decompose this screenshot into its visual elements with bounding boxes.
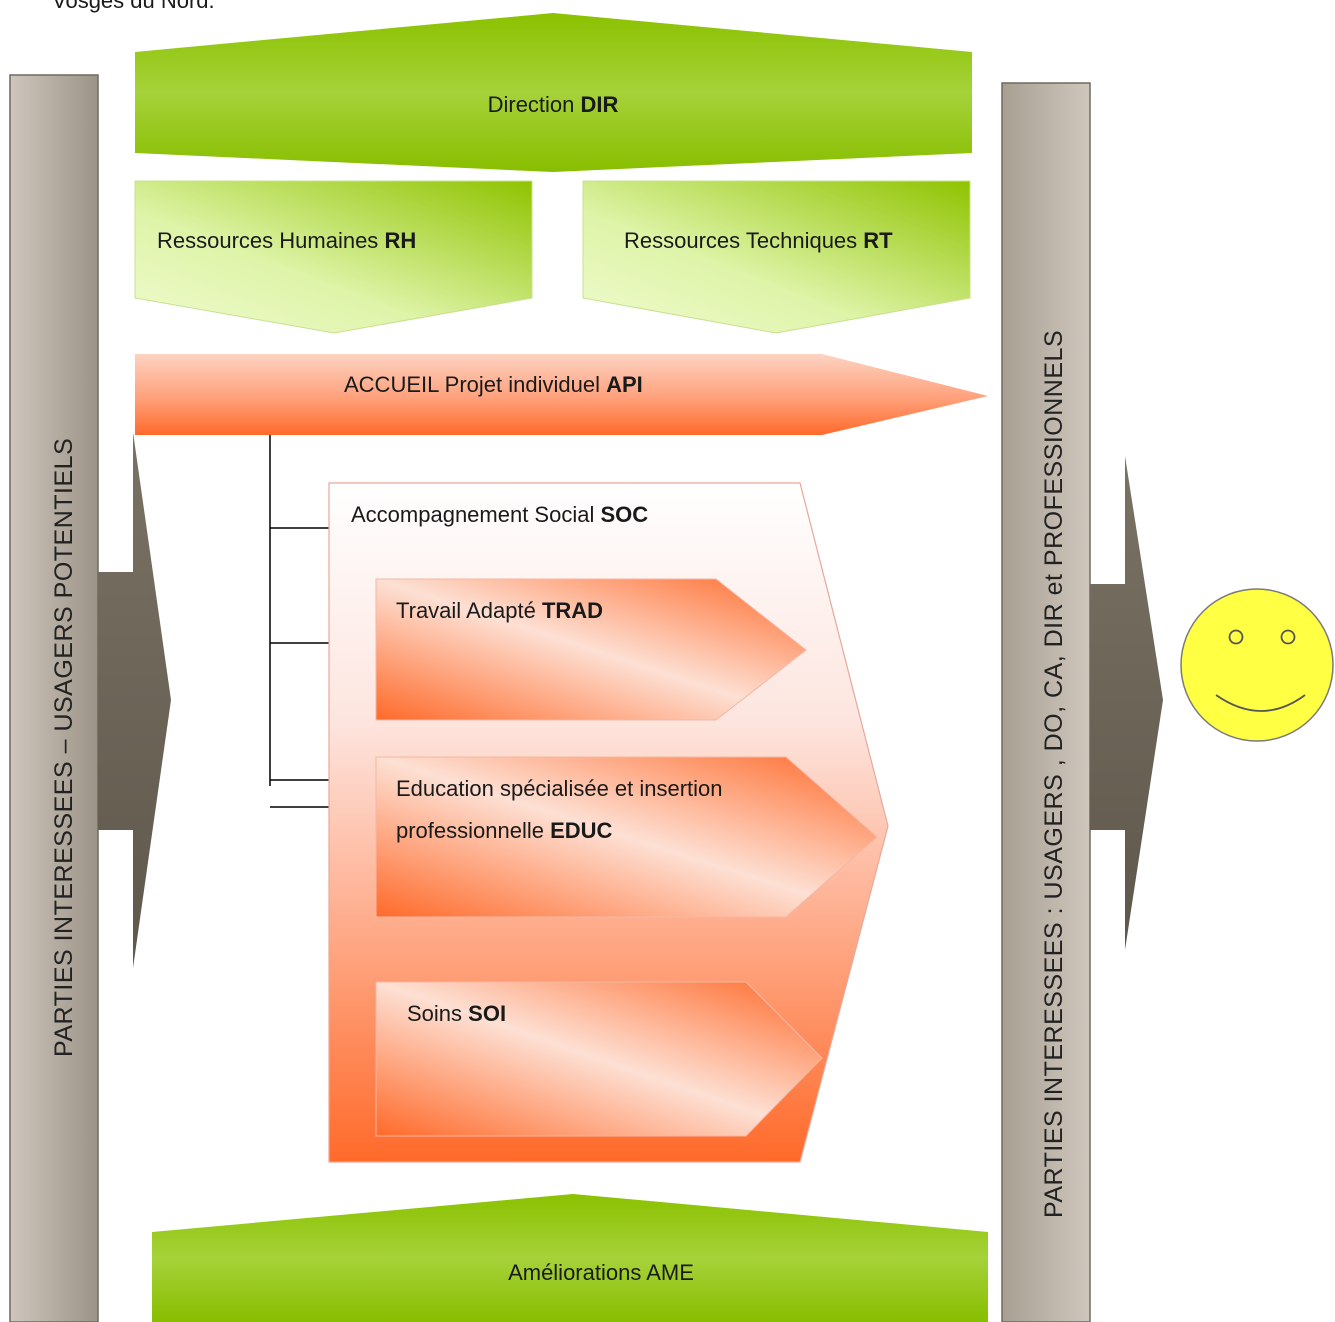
right-band-label: PARTIES INTERESSEES : USAGERS , DO, CA, … xyxy=(1040,330,1068,1218)
rh-process: Ressources Humaines RH xyxy=(134,180,533,334)
left-band-label: PARTIES INTERESSEES – USAGERS POTENTIELS xyxy=(50,438,78,1057)
soi-process: Soins SOI xyxy=(375,981,823,1137)
ame-label: Améliorations AME xyxy=(508,1260,694,1285)
smiley-face-icon xyxy=(1180,588,1334,742)
soc-label: Accompagnement Social SOC xyxy=(351,502,648,527)
rh-label: Ressources Humaines RH xyxy=(157,228,416,253)
direction-label: Direction DIR xyxy=(488,92,619,117)
api-label: ACCUEIL Projet individuel API xyxy=(344,372,643,397)
educ-label-line1: Education spécialisée et insertion xyxy=(396,776,723,801)
educ-process: Education spécialisée et insertion profe… xyxy=(375,756,878,918)
left-input-arrow xyxy=(98,432,171,968)
trad-label: Travail Adapté TRAD xyxy=(396,598,603,623)
direction-process: Direction DIR xyxy=(135,13,972,172)
trad-process: Travail Adapté TRAD xyxy=(375,578,807,721)
rt-label: Ressources Techniques RT xyxy=(624,228,893,253)
rt-process: Ressources Techniques RT xyxy=(582,180,971,334)
right-output-arrow xyxy=(1090,456,1163,950)
right-stakeholder-band: PARTIES INTERESSEES : USAGERS , DO, CA, … xyxy=(1001,82,1091,1322)
soi-label: Soins SOI xyxy=(407,1001,506,1026)
api-process: ACCUEIL Projet individuel API xyxy=(135,354,988,435)
educ-label-line2: professionnelle EDUC xyxy=(396,818,613,843)
ame-process: Améliorations AME xyxy=(152,1194,988,1322)
header-fragment: Vosges du Nord. xyxy=(52,0,215,13)
left-stakeholder-band: PARTIES INTERESSEES – USAGERS POTENTIELS xyxy=(9,74,99,1322)
